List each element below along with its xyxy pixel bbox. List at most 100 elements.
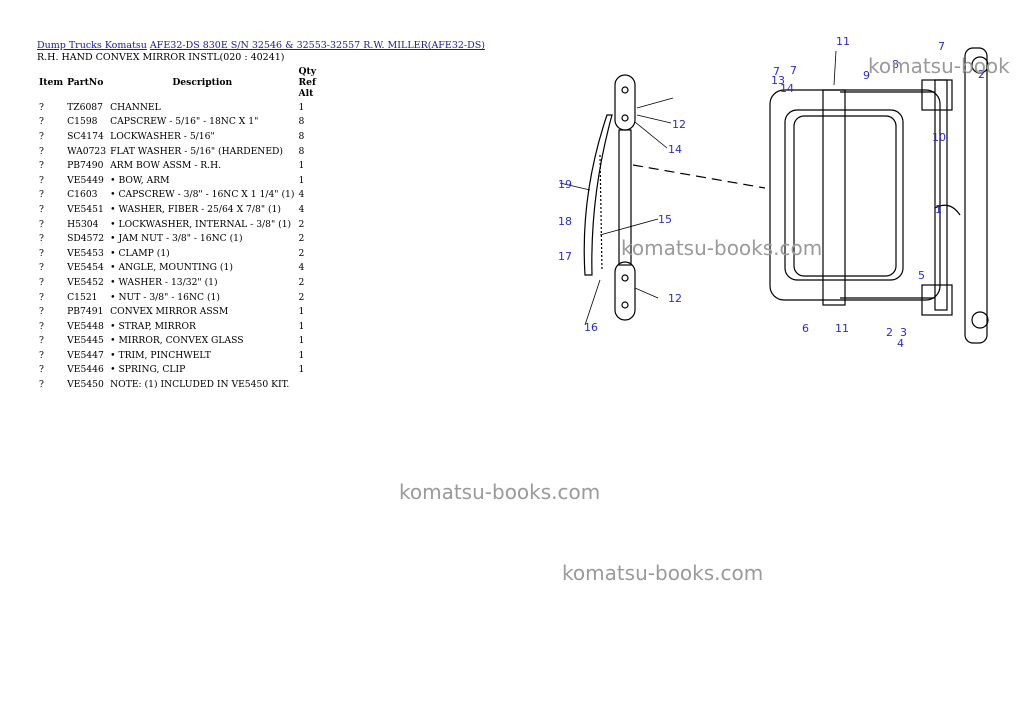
cell-description: LOCKWASHER - 5/16"	[110, 130, 215, 142]
callout-number: 8	[892, 58, 899, 71]
cell-qty: 1	[298, 335, 305, 347]
watermark-center: komatsu-books.com	[399, 480, 601, 504]
breadcrumb-link-model[interactable]: AFE32-DS 830E S/N 32546 & 32553-32557 R.…	[149, 40, 485, 51]
callout-number: 16	[584, 321, 598, 334]
table-row: ?SD4572• JAM NUT - 3/8" - 16NC (1)2	[37, 231, 318, 246]
cell-partno: PB7490	[67, 160, 104, 172]
callout-number: 14	[780, 82, 794, 95]
cell-item: ?	[39, 247, 44, 259]
header-partno: PartNo	[67, 77, 104, 88]
callout-number: 4	[897, 337, 904, 350]
table-row: ? TZ6087 CHANNEL 1	[37, 100, 318, 115]
breadcrumb: Dump Trucks Komatsu AFE32-DS 830E S/N 32…	[37, 40, 485, 51]
header-description: Description	[172, 77, 233, 88]
mirror-strap	[822, 89, 846, 306]
table-row: ? C1603 • CAPSCREW - 3/8" - 16NC X 1 1/4" …	[37, 188, 318, 203]
parts-table-header: Item PartNo Description Qty Ref Alt	[37, 65, 318, 100]
watermark-lower: komatsu-books.com	[562, 561, 764, 585]
watermark-diagram: komatsu-books.com	[621, 236, 823, 260]
table-row: ?H5304• LOCKWASHER, INTERNAL - 3/8" (1)2	[37, 217, 318, 232]
cell-description: • NUT - 3/8" - 16NC (1)	[110, 291, 220, 303]
cell-partno: WA0723	[67, 145, 107, 157]
callout-number: 7	[773, 65, 780, 78]
cell-item: ?	[39, 276, 44, 288]
cell-item: ?	[39, 218, 44, 230]
cell-description: • TRIM, PINCHWELT	[110, 349, 211, 361]
cell-partno: C1603	[67, 189, 98, 201]
callout-number: 12	[672, 118, 686, 131]
callout-number: 11	[835, 322, 849, 335]
table-row: ?VE5452• WASHER - 13/32" (1)2	[37, 275, 318, 290]
header-qty-ref-alt: Qty Ref Alt	[296, 65, 318, 100]
cell-item: ?	[39, 116, 44, 128]
cell-partno: VE5451	[67, 203, 104, 215]
window-frame	[769, 89, 941, 301]
callout-number: 7	[790, 64, 797, 77]
breadcrumb-link-category[interactable]: Dump Trucks Komatsu	[37, 40, 147, 51]
convex-mirror-side	[583, 114, 613, 276]
cell-qty: 4	[298, 189, 305, 201]
cell-partno: SD4572	[67, 233, 105, 245]
cell-qty: 2	[298, 247, 305, 259]
cell-qty: 4	[298, 262, 305, 274]
cell-qty: 1	[298, 364, 305, 376]
callout-number: 6	[802, 322, 809, 335]
header-alt: Alt	[298, 88, 314, 99]
cell-item: ?	[39, 349, 44, 361]
cell-partno: VE5447	[67, 349, 104, 361]
cell-partno: VE5448	[67, 320, 104, 332]
cell-partno: VE5453	[67, 247, 104, 259]
callout-number: 1	[935, 203, 942, 216]
callout-number: 7	[938, 40, 945, 53]
cell-item: ?	[39, 174, 44, 186]
cell-qty: 1	[298, 160, 305, 172]
header-ref: Ref	[298, 77, 316, 88]
callout-number: 12	[668, 292, 682, 305]
upper-clamp	[614, 74, 636, 131]
cell-partno: TZ6087	[67, 101, 104, 113]
callout-number: 13	[771, 74, 785, 87]
cell-partno: VE5445	[67, 335, 104, 347]
callout-number: 5	[918, 269, 925, 282]
cell-description: • WASHER - 13/32" (1)	[110, 276, 218, 288]
table-row: ?C1521• NUT - 3/8" - 16NC (1)2	[37, 290, 318, 305]
cell-item: ?	[39, 203, 44, 215]
cell-description: • MIRROR, CONVEX GLASS	[110, 335, 244, 347]
cell-partno: SC4174	[67, 130, 104, 142]
channel	[964, 47, 988, 344]
cell-description: • CAPSCREW - 3/8" - 16NC X 1 1/4" (1)	[110, 189, 295, 201]
callout-number: 11	[836, 35, 850, 48]
cell-partno: VE5446	[67, 364, 104, 376]
cell-description: CAPSCREW - 5/16" - 18NC X 1"	[110, 116, 259, 128]
cell-item: ?	[39, 364, 44, 376]
callout-number: 18	[558, 215, 572, 228]
cell-partno: C1521	[67, 291, 98, 303]
cell-description: • BOW, ARM	[110, 174, 170, 186]
cell-description: CHANNEL	[110, 101, 161, 113]
cell-item: ?	[39, 320, 44, 332]
callout-number: 9	[863, 69, 870, 82]
callout-number: 15	[658, 213, 672, 226]
cell-item: ?	[39, 101, 44, 113]
table-row: ?VE5453• CLAMP (1)2	[37, 246, 318, 261]
cell-description: FLAT WASHER - 5/16" (HARDENED)	[110, 145, 283, 157]
cell-description: • JAM NUT - 3/8" - 16NC (1)	[110, 233, 243, 245]
cell-qty: 1	[298, 101, 305, 113]
cell-qty	[296, 377, 318, 392]
cell-description: • STRAP, MIRROR	[110, 320, 196, 332]
cell-description: NOTE: (1) INCLUDED IN VE5450 KIT.	[110, 379, 290, 391]
cell-partno: VE5452	[67, 276, 104, 288]
cell-item: ?	[39, 379, 44, 391]
cell-qty: 1	[298, 174, 305, 186]
table-row: ?VE5451• WASHER, FIBER - 25/64 X 7/8" (1…	[37, 202, 318, 217]
parts-table: Item PartNo Description Qty Ref Alt ? TZ6…	[37, 65, 318, 392]
cell-item: ?	[39, 189, 44, 201]
cell-item: ?	[39, 306, 44, 318]
cell-description: ARM BOW ASSM - R.H.	[110, 160, 222, 172]
table-row: ?VE5454• ANGLE, MOUNTING (1)4	[37, 261, 318, 276]
